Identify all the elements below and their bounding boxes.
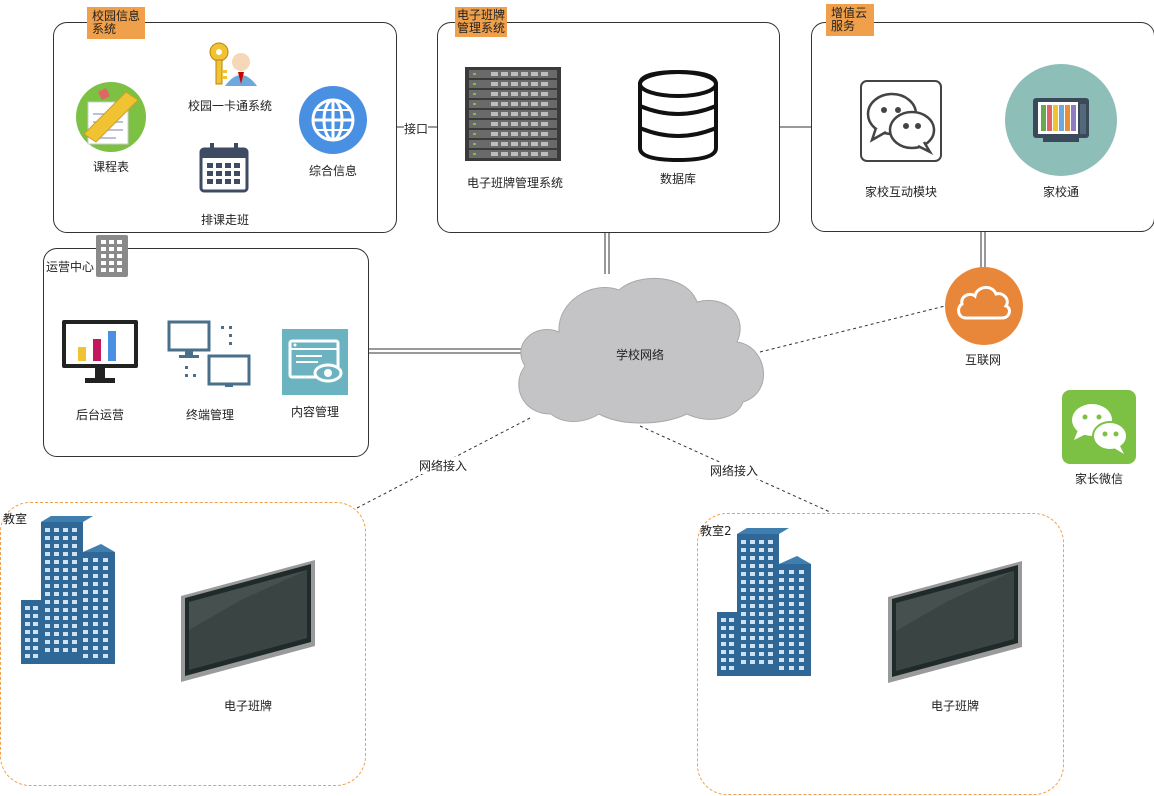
chat-bubbles-icon [860,80,942,162]
classroom-1-region [0,502,366,786]
content-label: 内容管理 [290,405,339,419]
home-school-module-label: 家校互动模块 [864,185,937,199]
shift-label: 排课走班 [200,213,249,227]
internet-cloud-icon [945,267,1023,345]
server-rack-icon [465,67,561,161]
globe-icon [299,86,367,154]
internet-label: 互联网 [964,353,1001,367]
db-label: 数据库 [659,172,696,186]
content-view-icon [282,329,348,395]
office-building-icon [96,235,128,277]
monitor-chart-icon [62,320,138,383]
interface-label: 接口 [404,120,429,137]
classroom-2-board-label: 电子班牌 [930,699,979,713]
board-mgmt-tag: 电子班牌管理系统 [455,7,507,37]
classroom-1-board-label: 电子班牌 [223,699,272,713]
school-network-cloud [518,277,765,424]
building-icon [717,528,811,676]
database-icon [638,69,718,163]
tv-icon [1005,64,1117,176]
parent-wechat-label: 家长微信 [1074,472,1123,486]
ops-center-title: 运营中心 [46,260,95,274]
home-school-label: 家校通 [1042,185,1079,199]
building-icon [21,516,115,664]
wechat-icon [1062,390,1136,464]
classroom-2-title: 教室2 [700,524,732,538]
server-label: 电子班牌管理系统 [466,176,563,190]
campus-card-label: 校园一卡通系统 [187,99,272,113]
access-label-left: 网络接入 [419,457,468,474]
terminal-label: 终端管理 [185,408,234,422]
classroom-2-region [697,513,1064,795]
classroom-1-title: 教室 [3,512,28,526]
access-label-right: 网络接入 [710,462,759,479]
school-network-label: 学校网络 [615,348,664,362]
campus-info-tag: 校园信息系统 [87,7,145,39]
schedule-icon [76,82,146,152]
display-panel-icon [888,561,1022,683]
display-panel-icon [181,560,315,682]
info-label: 综合信息 [308,164,357,178]
calendar-icon [199,143,249,193]
backend-label: 后台运营 [75,408,124,422]
schedule-label: 课程表 [92,160,129,174]
campus-card-icon [209,42,257,86]
terminals-icon [167,320,251,387]
cloud-service-tag: 增值云服务 [826,4,874,36]
